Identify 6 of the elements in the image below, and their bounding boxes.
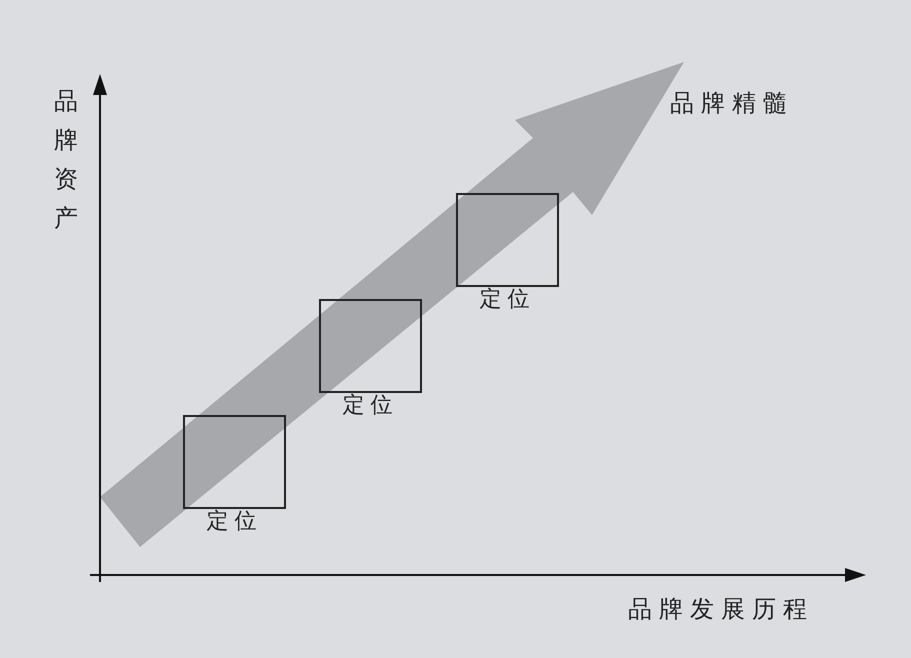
box-caption: 定位: [342, 393, 398, 420]
box-caption: 定位: [206, 509, 262, 536]
axis-title: 品牌资产: [54, 86, 78, 234]
arrow-label: 品牌精髓: [670, 89, 794, 118]
box-caption: 定位: [480, 287, 536, 314]
axis-title: 品牌发展历程: [628, 595, 814, 624]
